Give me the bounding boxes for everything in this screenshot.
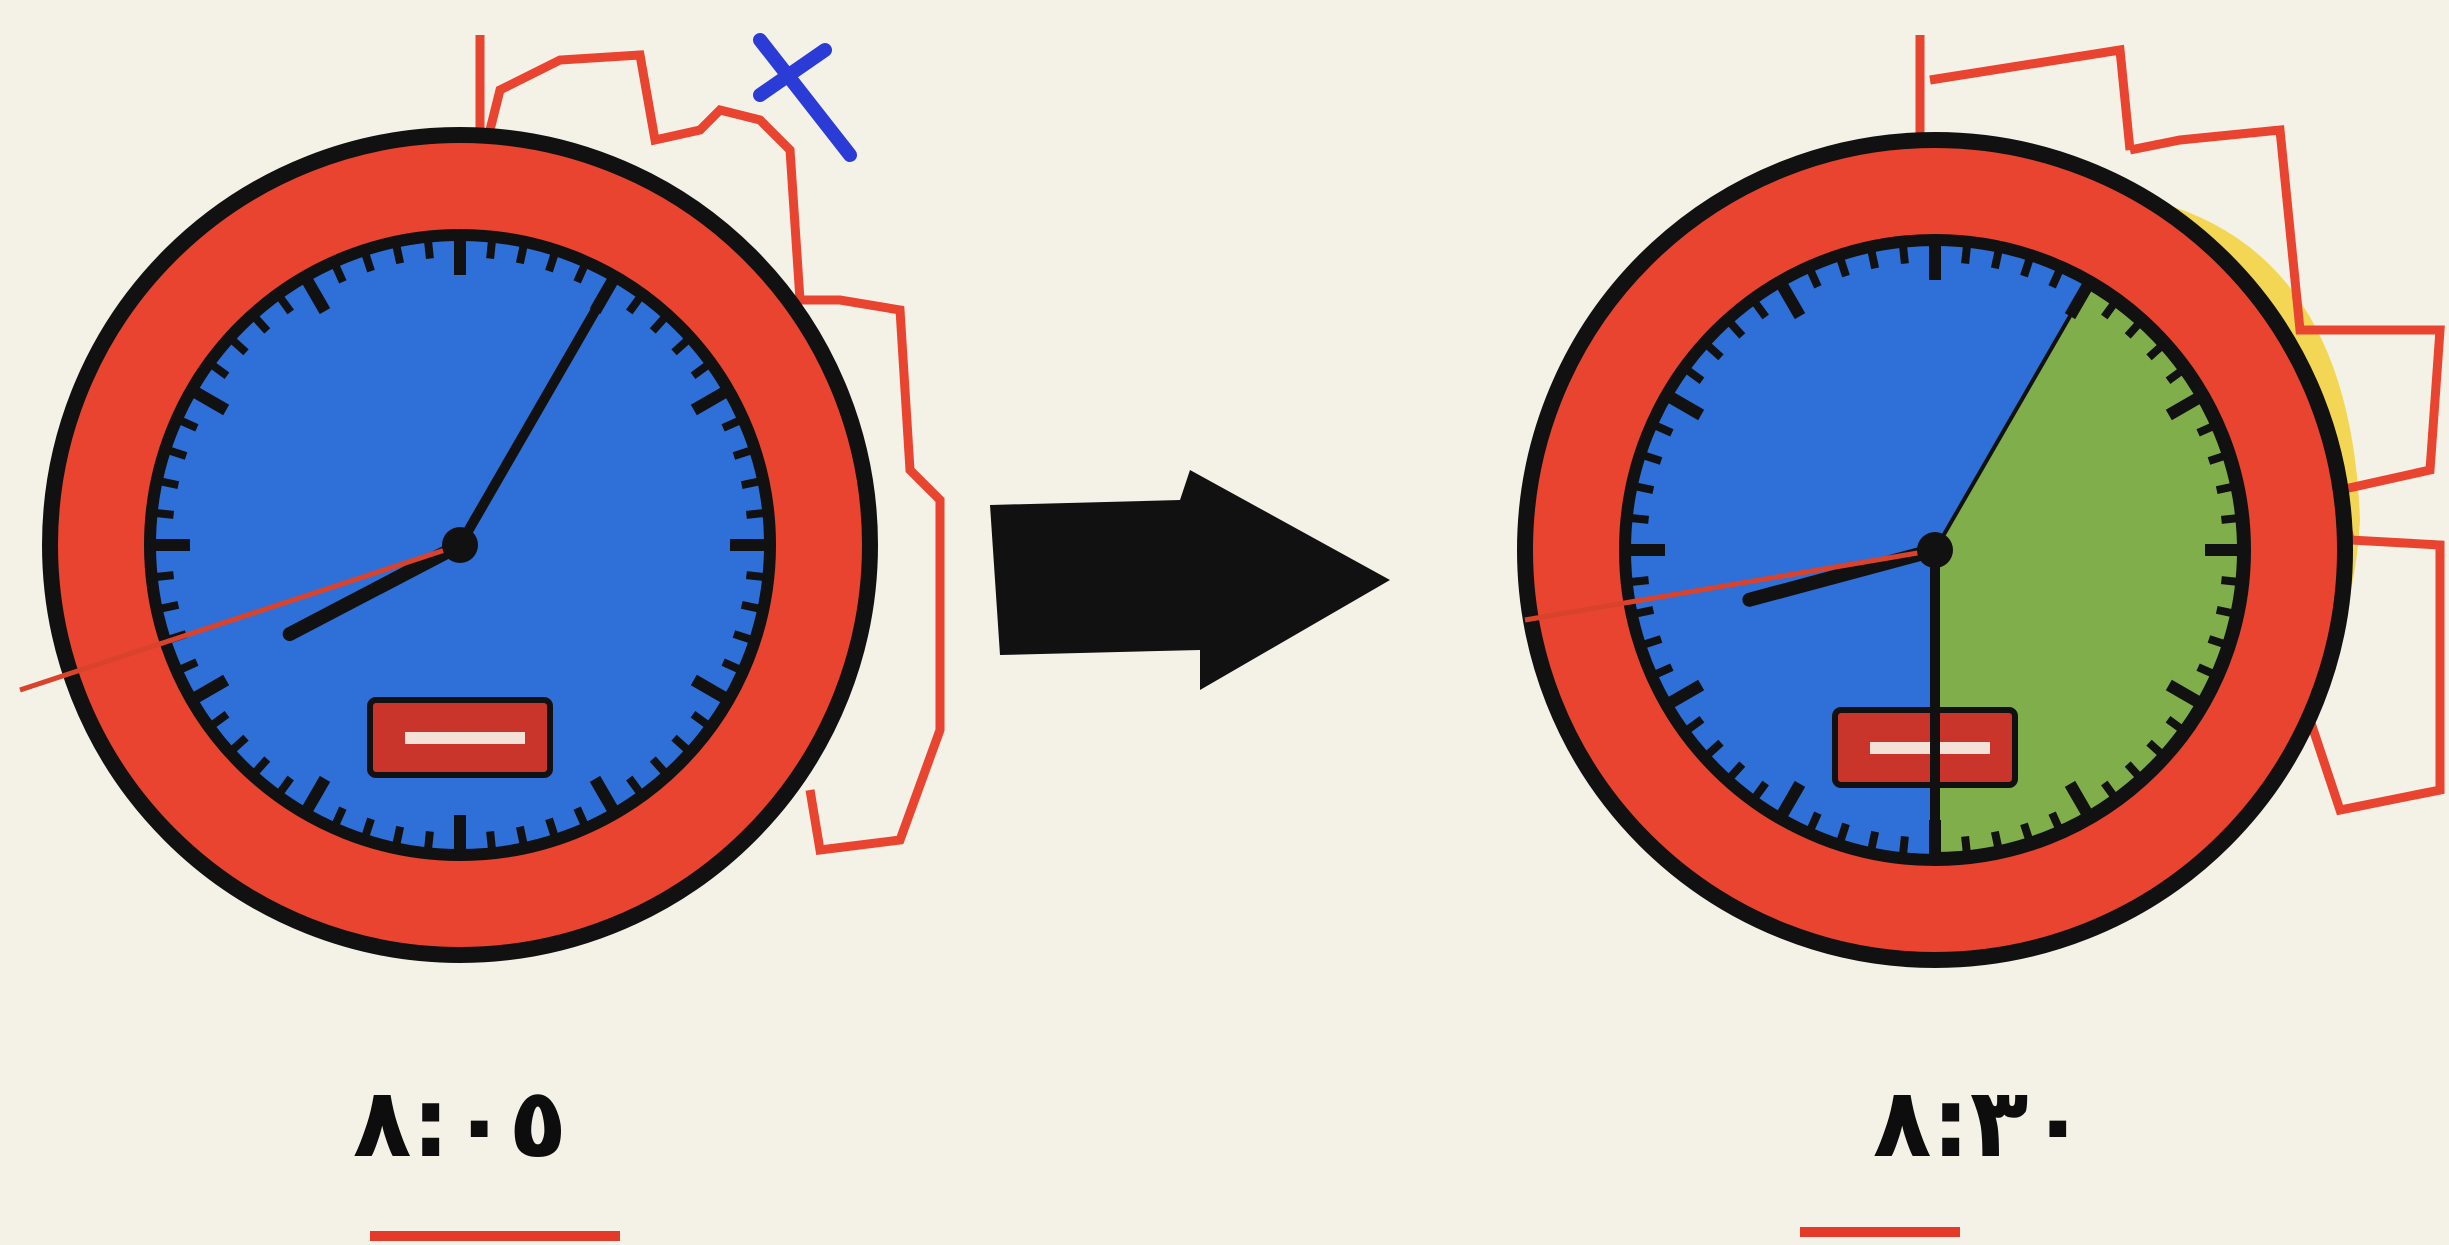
minute-tick xyxy=(520,827,524,845)
minute-tick xyxy=(1631,518,1649,520)
minute-tick xyxy=(428,241,430,259)
minute-tick xyxy=(396,246,400,264)
minute-tick xyxy=(1903,246,1905,264)
brand-label-text-bar xyxy=(405,732,525,744)
minute-tick xyxy=(1995,251,1999,269)
minute-tick xyxy=(1631,580,1649,582)
minute-tick xyxy=(742,481,760,485)
minute-tick xyxy=(2209,455,2226,461)
minute-tick xyxy=(520,246,524,264)
minute-tick xyxy=(1636,486,1654,490)
minute-tick xyxy=(156,513,174,515)
minute-tick xyxy=(746,513,764,515)
minute-tick xyxy=(1644,455,1661,461)
minute-tick xyxy=(1840,824,1846,841)
minute-tick xyxy=(396,827,400,845)
clock-center-pin xyxy=(1917,532,1953,568)
clock-end xyxy=(1525,35,2440,960)
minute-tick xyxy=(742,605,760,609)
minute-tick xyxy=(161,481,179,485)
minute-tick xyxy=(1840,259,1846,276)
minute-tick xyxy=(428,831,430,849)
minute-tick xyxy=(2217,610,2235,614)
minute-tick xyxy=(1995,832,1999,850)
minute-tick xyxy=(1636,610,1654,614)
minute-tick xyxy=(1871,832,1875,850)
minute-tick xyxy=(365,819,371,836)
minute-tick xyxy=(169,450,186,456)
minute-tick xyxy=(161,605,179,609)
clock-start xyxy=(20,35,940,955)
minute-tick xyxy=(549,254,555,271)
minute-tick xyxy=(549,819,555,836)
minute-tick xyxy=(734,634,751,640)
minute-tick xyxy=(2024,259,2030,276)
minute-tick xyxy=(490,831,492,849)
end-time-label: ٨:٣٠ xyxy=(1780,1075,2180,1171)
minute-tick xyxy=(1871,251,1875,269)
minute-tick xyxy=(2217,486,2235,490)
minute-tick xyxy=(1903,836,1905,854)
minute-tick xyxy=(2221,518,2239,520)
minute-tick xyxy=(734,450,751,456)
start-time-label: ٨:٠٥ xyxy=(260,1075,660,1171)
minute-tick xyxy=(2024,824,2030,841)
minute-tick xyxy=(2209,639,2226,645)
minute-tick xyxy=(365,254,371,271)
minute-tick xyxy=(2221,580,2239,582)
right-arrow-icon xyxy=(990,470,1390,690)
minute-tick xyxy=(1965,246,1967,264)
minute-tick xyxy=(1644,639,1661,645)
minute-tick xyxy=(1965,836,1967,854)
clock-center-pin xyxy=(442,527,478,563)
minute-tick xyxy=(490,241,492,259)
minute-tick xyxy=(156,575,174,577)
minute-tick xyxy=(746,575,764,577)
